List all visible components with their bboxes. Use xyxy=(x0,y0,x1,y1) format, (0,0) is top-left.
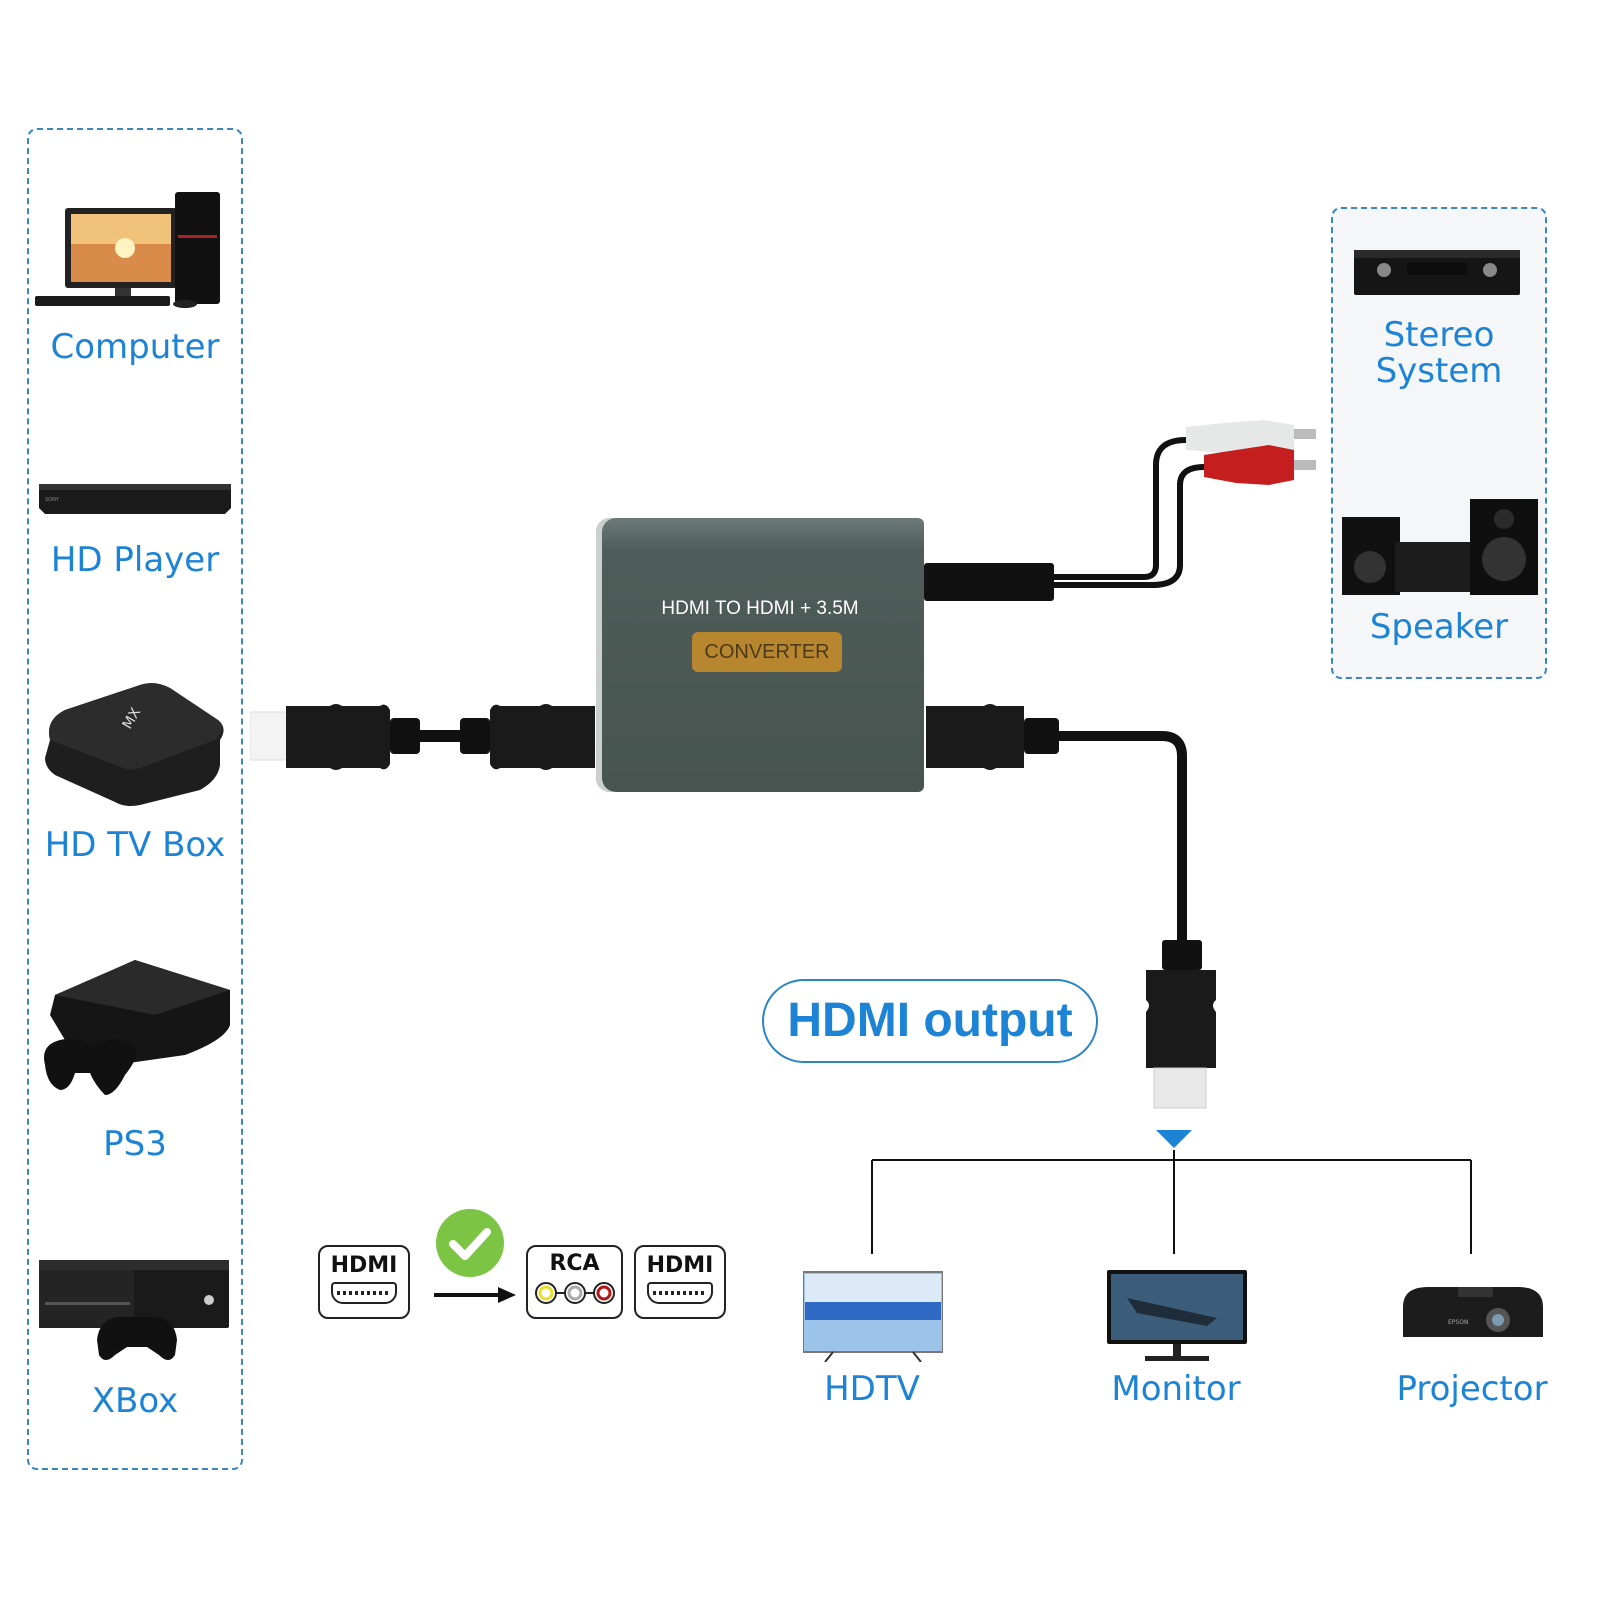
speaker-system-icon xyxy=(1340,497,1540,597)
hdmi-output-cable xyxy=(924,700,1224,1120)
input-label-ps3: PS3 xyxy=(103,1124,167,1164)
output-branch-lines xyxy=(870,1150,1474,1255)
legend-rca-box: RCA xyxy=(526,1245,623,1319)
ps3-icon xyxy=(35,955,235,1105)
legend-hdmi-output-label: HDMI xyxy=(646,1253,714,1278)
check-icon xyxy=(435,1208,505,1278)
legend-hdmi-input-label: HDMI xyxy=(330,1253,398,1278)
input-label-hd-tv-box: HD TV Box xyxy=(44,825,226,865)
stereo-label-line1: Stereo xyxy=(1383,315,1495,355)
svg-text:EPSON: EPSON xyxy=(1448,1319,1468,1326)
converter-box: HDMI TO HDMI + 3.5M CONVERTER xyxy=(596,518,924,792)
monitor-icon xyxy=(1107,1268,1247,1364)
down-arrow-icon xyxy=(1156,1130,1192,1148)
hdtv-icon xyxy=(803,1270,943,1362)
svg-text:SONY: SONY xyxy=(45,497,60,503)
hdmi-port-icon xyxy=(647,1282,713,1304)
converter-title: HDMI TO HDMI + 3.5M xyxy=(661,598,859,619)
bluray-player-icon: SONY xyxy=(35,478,235,520)
legend-hdmi-output-box: HDMI xyxy=(634,1245,726,1319)
audio-3-5mm-to-rca-cable xyxy=(924,405,1324,605)
xbox-icon xyxy=(37,1255,232,1365)
audio-label-speaker: Speaker xyxy=(1369,607,1509,647)
tv-box-icon: MX xyxy=(40,680,230,810)
input-label-xbox: XBox xyxy=(91,1381,179,1421)
hdmi-output-text: HDMI output xyxy=(787,994,1073,1047)
projector-icon: EPSON xyxy=(1398,1282,1548,1347)
computer-icon xyxy=(35,190,225,315)
converter-badge: CONVERTER xyxy=(692,632,842,672)
rca-connectors-icon xyxy=(534,1282,615,1304)
hdmi-output-label: HDMI output xyxy=(762,979,1098,1063)
audio-label-stereo-system: Stereo System xyxy=(1331,315,1547,391)
hdmi-port-icon xyxy=(331,1282,397,1304)
output-label-projector: Projector xyxy=(1396,1369,1548,1409)
output-label-hdtv: HDTV xyxy=(824,1369,920,1409)
input-label-hd-player: HD Player xyxy=(50,540,220,580)
stereo-label-line2: System xyxy=(1375,350,1503,391)
legend-hdmi-input-box: HDMI xyxy=(318,1245,410,1319)
hdmi-input-cable xyxy=(250,700,600,775)
input-devices-panel xyxy=(27,128,243,1470)
output-label-monitor: Monitor xyxy=(1111,1369,1241,1409)
stereo-amplifier-icon xyxy=(1352,245,1522,300)
input-label-computer: Computer xyxy=(50,327,220,367)
arrow-right-icon xyxy=(432,1285,517,1305)
legend-rca-label: RCA xyxy=(549,1251,600,1276)
